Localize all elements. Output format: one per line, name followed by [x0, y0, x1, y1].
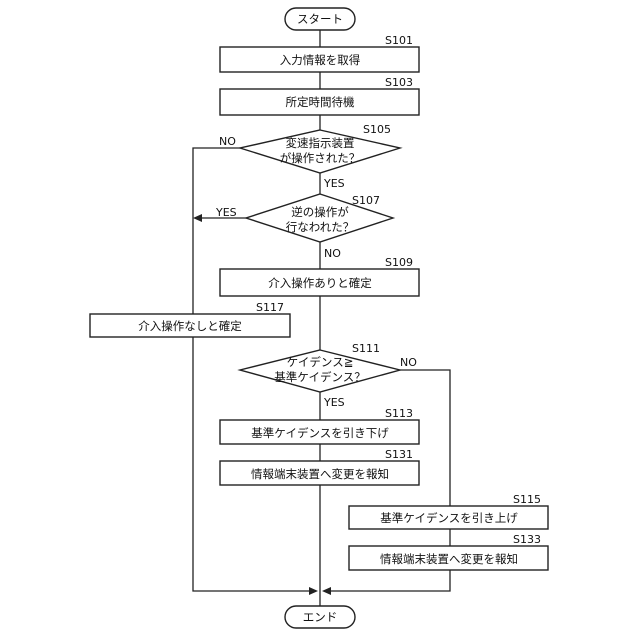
arrowhead-merge-right [322, 587, 331, 595]
start-label: スタート [297, 12, 343, 26]
step-id-s133: S133 [513, 533, 541, 546]
arrowhead-s107-yes [193, 214, 202, 222]
step-id-s111: S111 [352, 342, 380, 355]
decision-label-s111-line1: ケイデンス≧ [287, 355, 354, 369]
process-label-s113: 基準ケイデンスを引き下げ [251, 426, 389, 440]
arrowhead-merge-left [309, 587, 318, 595]
step-id-s105: S105 [363, 123, 391, 136]
decision-label-s107-line1: 逆の操作が [291, 205, 349, 219]
connector-s133-merge [330, 570, 450, 591]
decision-label-s105-line1: 変速指示装置 [286, 136, 355, 150]
step-id-s101: S101 [385, 34, 413, 47]
process-label-s109: 介入操作ありと確定 [268, 276, 372, 290]
step-id-s117: S117 [256, 301, 284, 314]
branch-s111-no: NO [400, 356, 417, 369]
step-id-s107: S107 [352, 194, 380, 207]
branch-s107-no: NO [324, 247, 341, 260]
decision-label-s111-line2: 基準ケイデンス？ [274, 370, 366, 384]
branch-s105-yes: YES [323, 177, 345, 190]
decision-label-s105-line2: が操作された？ [280, 151, 361, 165]
step-id-s131: S131 [385, 448, 413, 461]
process-label-s117: 介入操作なしと確定 [138, 319, 242, 333]
step-id-s103: S103 [385, 76, 413, 89]
branch-s111-yes: YES [323, 396, 345, 409]
process-label-s103: 所定時間待機 [286, 95, 355, 109]
decision-label-s107-line2: 行なわれた？ [286, 220, 354, 234]
branch-s105-no: NO [219, 135, 236, 148]
process-label-s131: 情報端末装置へ変更を報知 [251, 467, 389, 481]
process-label-s101: 入力情報を取得 [280, 53, 361, 67]
step-id-s113: S113 [385, 407, 413, 420]
step-id-s115: S115 [513, 493, 541, 506]
process-label-s133: 情報端末装置へ変更を報知 [380, 552, 518, 566]
step-id-s109: S109 [385, 256, 413, 269]
branch-s107-yes: YES [215, 206, 237, 219]
end-label: エンド [303, 610, 338, 624]
process-label-s115: 基準ケイデンスを引き上げ [380, 511, 518, 525]
